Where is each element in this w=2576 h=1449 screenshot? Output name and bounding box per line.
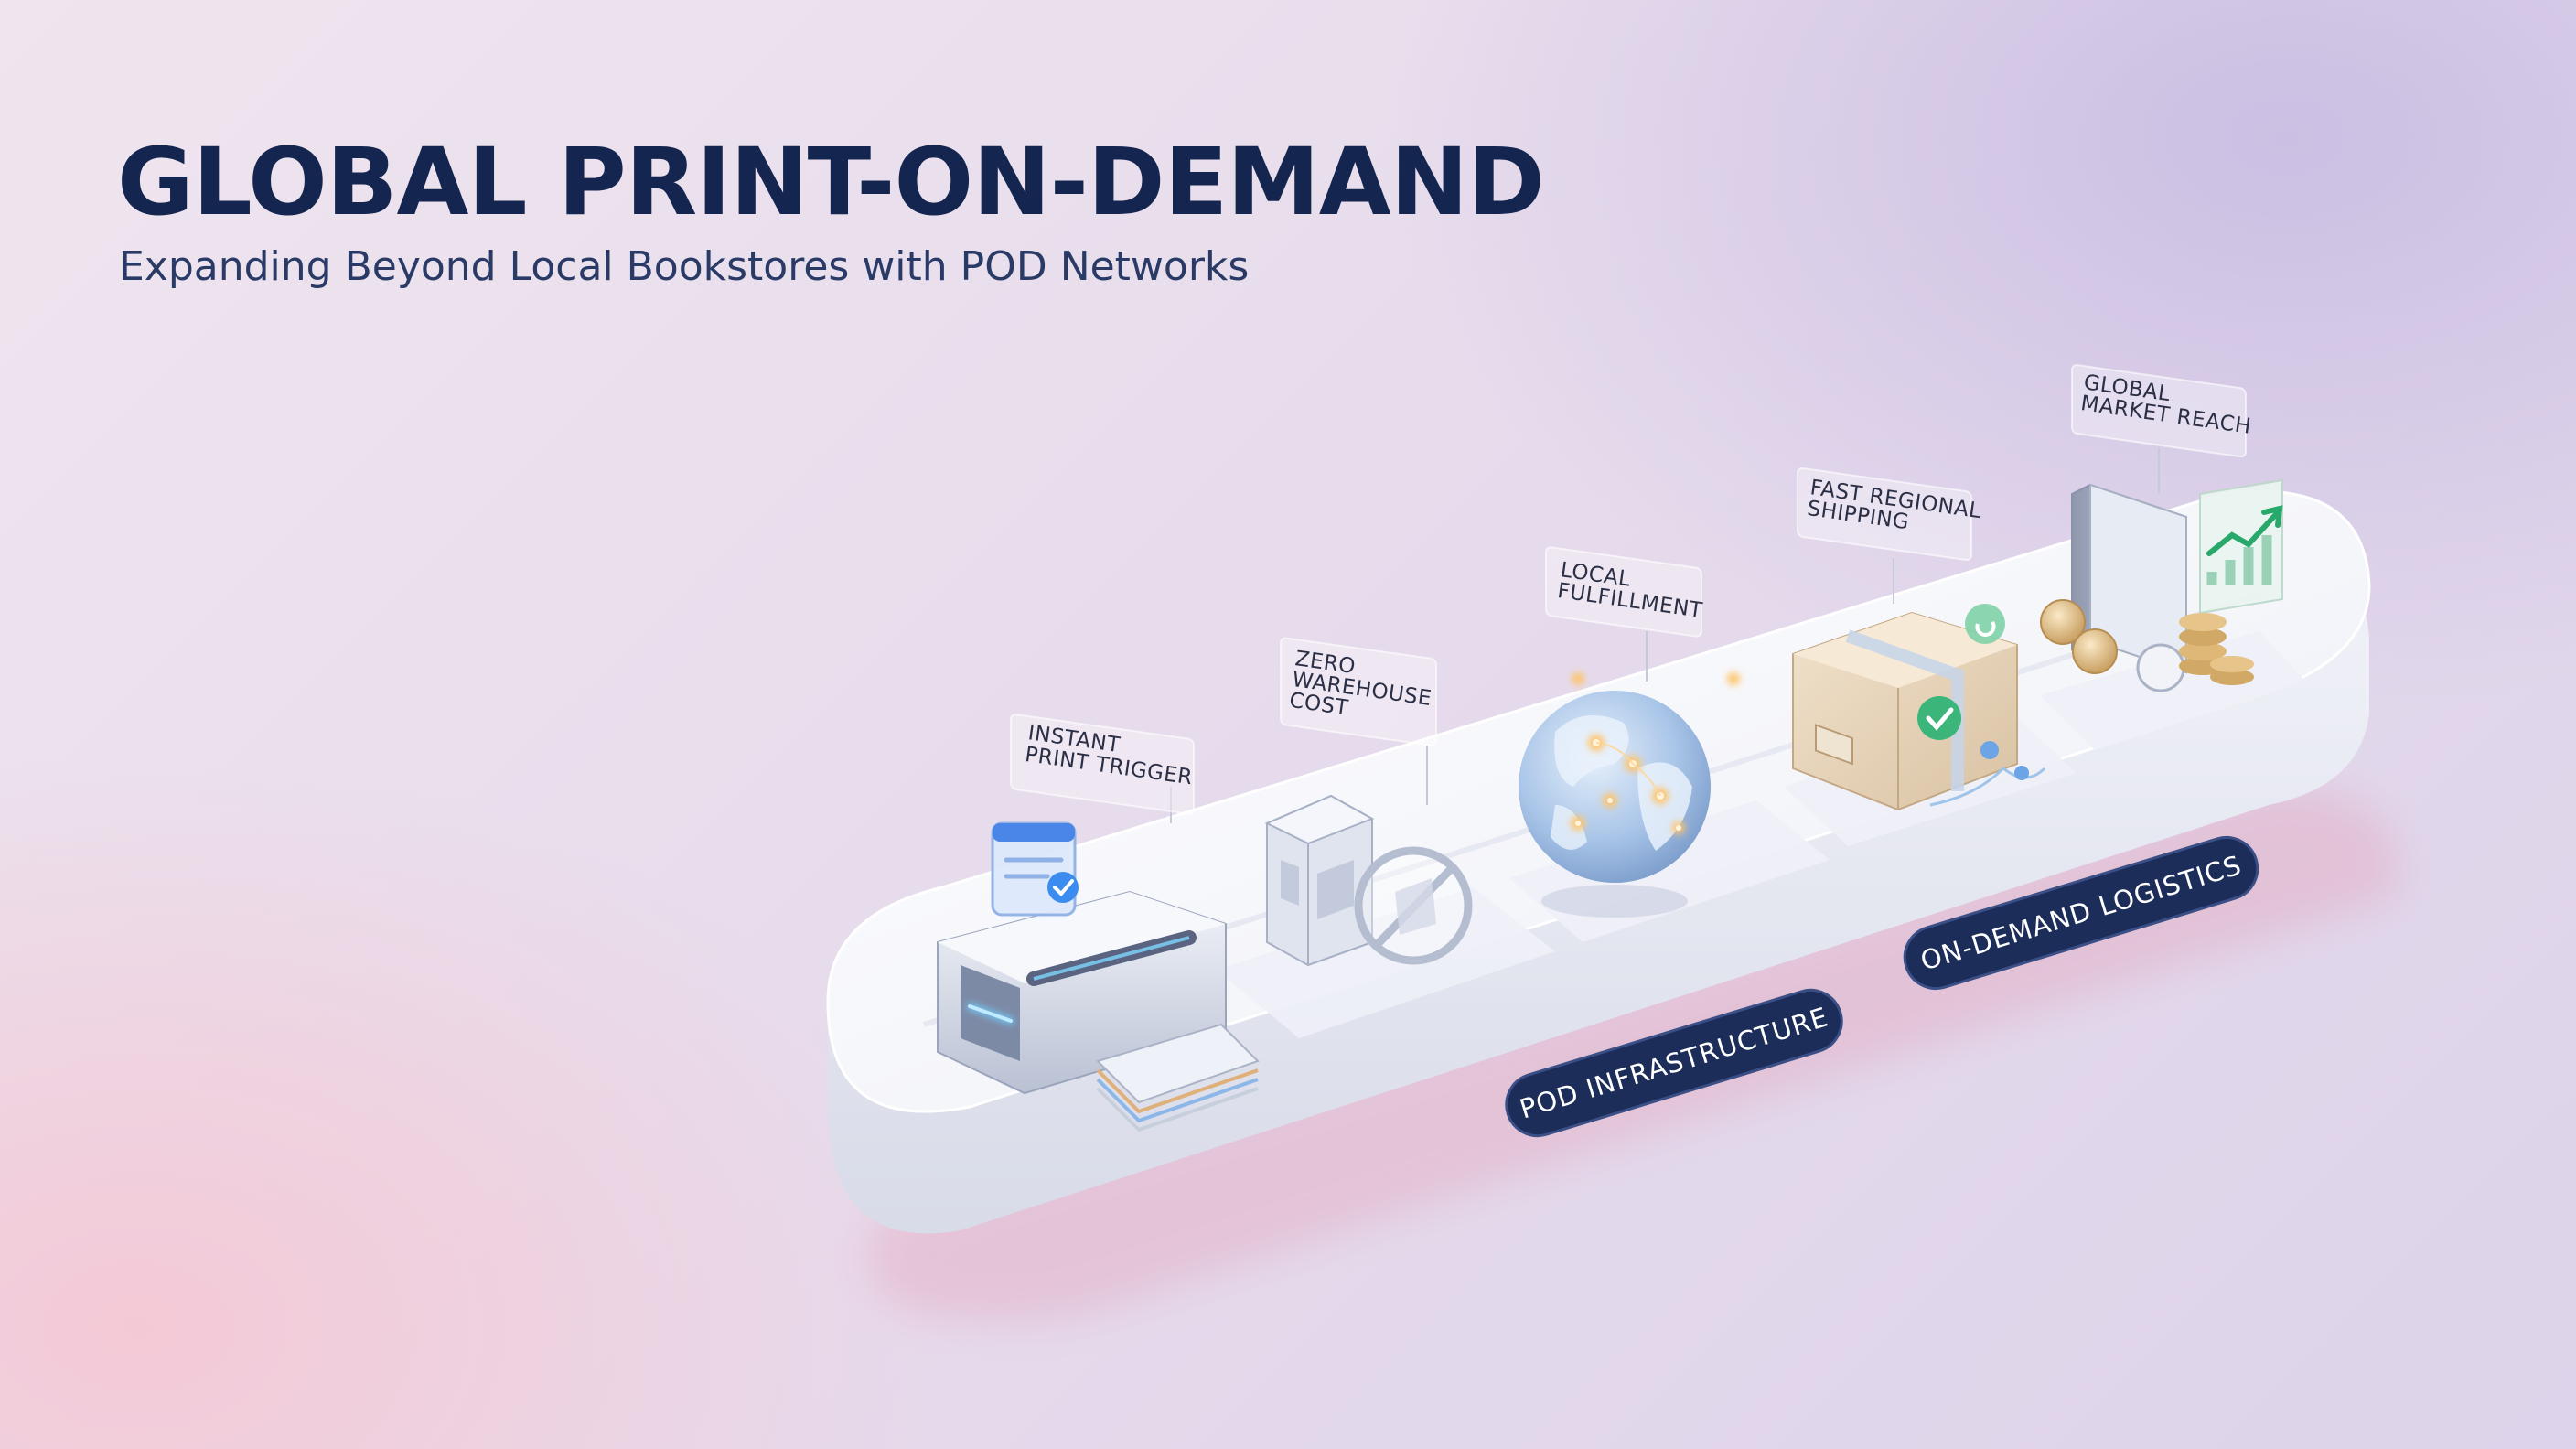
stage-label-print: INSTANT PRINT TRIGGER [1010, 714, 1195, 823]
refresh-icon [1965, 604, 2005, 644]
stage-label-fulfillment: LOCAL FULFILLMENT [1545, 546, 1704, 682]
globe-icon [1519, 672, 1740, 918]
coin-icon [2040, 599, 2086, 645]
growth-chart-icon [2040, 478, 2283, 692]
stage-label-shipping: FAST REGIONAL SHIPPING [1797, 467, 1982, 604]
stage-label-warehouse: ZERO WAREHOUSE COST [1280, 637, 1437, 805]
location-pin-icon [1980, 741, 1999, 759]
page-subtitle: Expanding Beyond Local Bookstores with P… [119, 243, 1250, 290]
printer-icon [937, 821, 1260, 1132]
page-title: GLOBAL PRINT-ON-DEMAND [117, 128, 1545, 237]
tile-warehouse [1217, 887, 1555, 1038]
no-warehouse-icon [1264, 794, 1473, 967]
package-icon [1792, 604, 2046, 811]
stage-label-market: GLOBAL MARKET REACH [2071, 364, 2252, 494]
